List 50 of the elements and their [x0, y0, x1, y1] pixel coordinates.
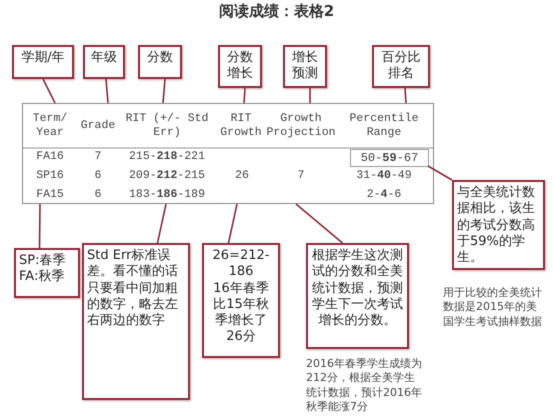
table-cell: 215-218-221: [129, 150, 205, 164]
callout-tail: [243, 88, 246, 104]
table-cell: FA15: [36, 188, 64, 202]
table-cell: SP16: [36, 169, 64, 183]
table-cell: 209-212-215: [129, 169, 205, 183]
column-header: Percentile Range: [348, 112, 420, 140]
table-cell: 6: [94, 169, 102, 183]
callout-tail: [38, 204, 41, 248]
callout-box: 分数: [138, 45, 182, 79]
table-cell: 6: [94, 188, 102, 202]
table-cell: 26: [235, 169, 249, 183]
callout-box: 年级: [83, 45, 125, 79]
table-cell: 31-40-49: [356, 169, 412, 183]
column-header: RIT Growth: [219, 112, 263, 140]
callout-tail: [156, 204, 167, 244]
table-cell: 183-186-189: [129, 188, 205, 202]
column-header: RIT (+/- Std Err): [124, 112, 210, 140]
title: 阅读成绩：表格2: [218, 2, 336, 21]
callout-tail: [404, 88, 407, 104]
column-header: Grade: [80, 119, 116, 133]
callout-tail: [105, 78, 109, 104]
callout-tail: [309, 88, 311, 103]
callout-tail: [295, 203, 344, 244]
table-cell: FA16: [36, 150, 64, 164]
callout-text: FA:秋季: [19, 269, 66, 286]
callout-text: 26=212-186: [212, 248, 270, 280]
callout-box: 与全美统计数据相比，该生的考试分数高于59%的学生。: [452, 180, 545, 270]
callout-text: SP:春季: [19, 253, 66, 269]
table-frame: [22, 103, 434, 204]
column-header: Growth Projection: [265, 112, 336, 140]
callout-box: 根据学生这次测试的分数和全美统计数据，预测学生下一次考试增长的分数。: [306, 243, 409, 349]
note-text: 2016年春季学生成绩为212分，根据全美学生统计数据，预计2016年秋季能涨7分: [306, 357, 423, 414]
callout-box: Std Err标准误差。看不懂的话只要看中间加粗的数字，略去左右两边的数字: [82, 243, 190, 400]
callout-box: 增长预测: [283, 45, 327, 88]
table-cell: 7: [94, 150, 102, 164]
callout-text: 16年春季比15年秋季增长了26分: [212, 280, 270, 346]
callout-tail: [42, 78, 56, 104]
table-cell: 2-4-6: [366, 188, 402, 202]
callout-tail: [162, 78, 166, 104]
note-text: 用于比较的全美统计数据是2015年的美国学生考试抽样数据: [443, 286, 543, 329]
table-cell: 7: [298, 169, 304, 183]
column-header: Term/ Year: [32, 112, 68, 140]
callout-tail: [428, 165, 452, 181]
highlight-box: 50-59-67: [350, 149, 429, 167]
callout-box: 学期/年: [12, 45, 74, 79]
callout-box: 分数增长: [218, 45, 262, 88]
callout-box: [14, 248, 80, 298]
callout-box: [202, 243, 280, 358]
callout-tail: [228, 204, 238, 244]
callout-box: 百分比排名: [372, 45, 430, 88]
